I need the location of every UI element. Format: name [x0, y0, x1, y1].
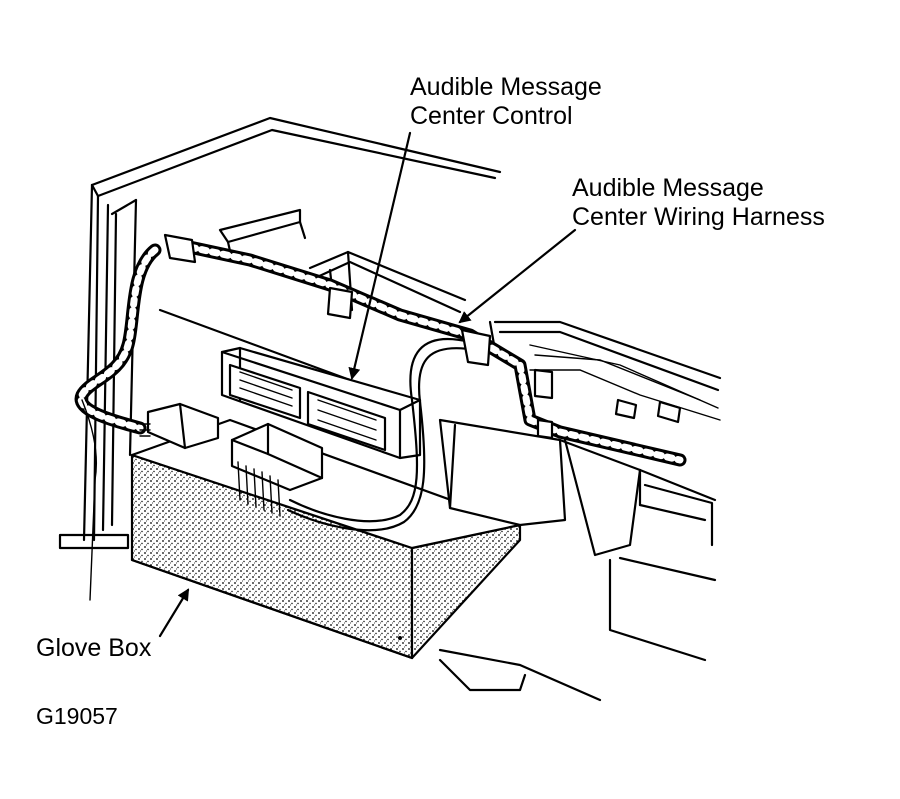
right-trim-panel	[438, 320, 722, 702]
message-center-control-module	[220, 346, 422, 460]
front-connector	[230, 422, 324, 517]
glove-box	[130, 418, 522, 660]
control-label-line2: Center Control	[410, 102, 573, 130]
harness-clips	[163, 233, 682, 440]
harness-label-line2: Center Wiring Harness	[572, 203, 825, 231]
callout-arrows	[158, 131, 577, 638]
figure-id-label: G19057	[36, 703, 118, 729]
left-connector	[139, 402, 220, 450]
glove-box-label: Glove Box	[36, 634, 152, 662]
harness-label-line1: Audible Message	[572, 174, 764, 202]
control-label-line1: Audible Message	[410, 73, 602, 101]
